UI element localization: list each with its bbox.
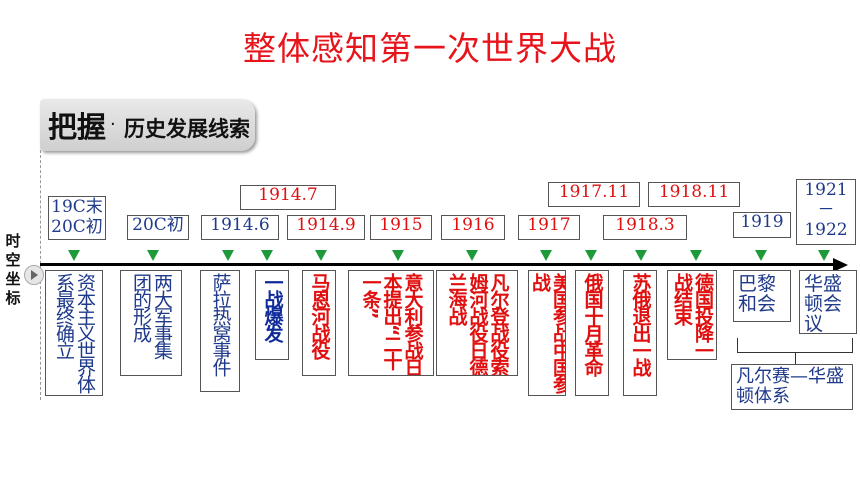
event-text: 萨拉热窝事件	[209, 273, 232, 375]
event-text: 德国投降一战结束	[671, 273, 714, 358]
event-card: 马恩河战役	[302, 270, 336, 376]
date-label: 1914.9	[287, 215, 365, 240]
date-label: 1917	[518, 215, 580, 240]
page-title: 整体感知第一次世界大战	[243, 29, 617, 68]
timeline-arrow-icon	[833, 258, 848, 272]
timeline-marker	[540, 250, 552, 261]
timeline-axis	[40, 263, 835, 266]
date-label: 1914.7	[240, 185, 336, 210]
event-card: 萨拉热窝事件	[200, 270, 240, 392]
event-card: 凡尔登战役索姆河战役日德兰海战	[436, 270, 518, 376]
timeline-marker	[690, 250, 702, 261]
event-text: 巴黎和会	[738, 273, 777, 315]
event-text: 美国参战中国参战	[529, 273, 566, 392]
event-text: 俄国十月革命	[581, 273, 604, 375]
event-text: 凡尔登战役索姆河战役日德兰海战	[445, 273, 510, 375]
event-card: 美国参战中国参战	[528, 270, 566, 396]
date-label: 1915	[370, 215, 432, 240]
date-label: 1919	[733, 212, 791, 238]
event-text: 华盛顿会议	[804, 273, 843, 334]
timeline-marker	[68, 250, 80, 261]
event-text: 苏俄退出一战	[629, 273, 652, 375]
date-label: 1918.3	[603, 215, 687, 240]
event-card: 巴黎和会	[733, 270, 791, 322]
banner-dot: ·	[110, 114, 116, 135]
event-card: 一战爆发	[255, 270, 289, 360]
timeline-marker	[315, 250, 327, 261]
timeline-marker	[755, 250, 767, 261]
event-text: 两大军事集团的形成	[130, 273, 173, 358]
event-card: 俄国十月革命	[575, 270, 609, 396]
timeline-marker	[222, 250, 234, 261]
system-text: 凡尔赛—华盛顿体系	[736, 366, 844, 407]
timeline-marker	[635, 250, 647, 261]
timeline-marker	[147, 250, 159, 261]
event-text: 资本主义世界体系最终确立	[53, 273, 96, 392]
side-label: 时空坐标	[5, 232, 21, 307]
event-card: 华盛顿会议	[799, 270, 857, 334]
event-card: 资本主义世界体系最终确立	[45, 270, 103, 396]
banner-heading: 把握	[48, 110, 107, 144]
system-bracket	[737, 338, 853, 353]
bracket-stem	[795, 352, 796, 364]
event-text: 一战爆发	[261, 273, 284, 341]
play-icon[interactable]	[24, 265, 44, 285]
date-label: 1918.11	[648, 182, 740, 207]
timeline-marker	[392, 250, 404, 261]
banner-subheading: 历史发展线索	[124, 117, 250, 141]
date-label: 1916	[441, 215, 505, 240]
section-banner	[40, 99, 255, 151]
timeline-marker	[818, 250, 830, 261]
timeline-marker	[585, 250, 597, 261]
date-label: 20C初	[127, 215, 189, 240]
date-label: 19C末 20C初	[48, 196, 106, 240]
event-card: 意大利参战日本提出“二十一条”	[348, 270, 434, 376]
date-label: 1914.6	[201, 215, 279, 240]
event-card: 两大军事集团的形成	[120, 270, 182, 376]
date-label: 1921 － 1922	[796, 179, 856, 245]
event-text: 意大利参战日本提出“二十一条”	[359, 273, 424, 375]
date-label: 1917.11	[548, 182, 640, 207]
event-card: 德国投降一战结束	[667, 270, 717, 360]
system-card: 凡尔赛—华盛顿体系	[731, 364, 853, 410]
event-card: 苏俄退出一战	[623, 270, 657, 396]
timeline-marker	[261, 250, 273, 261]
timeline-marker	[466, 250, 478, 261]
event-text: 马恩河战役	[308, 273, 331, 358]
